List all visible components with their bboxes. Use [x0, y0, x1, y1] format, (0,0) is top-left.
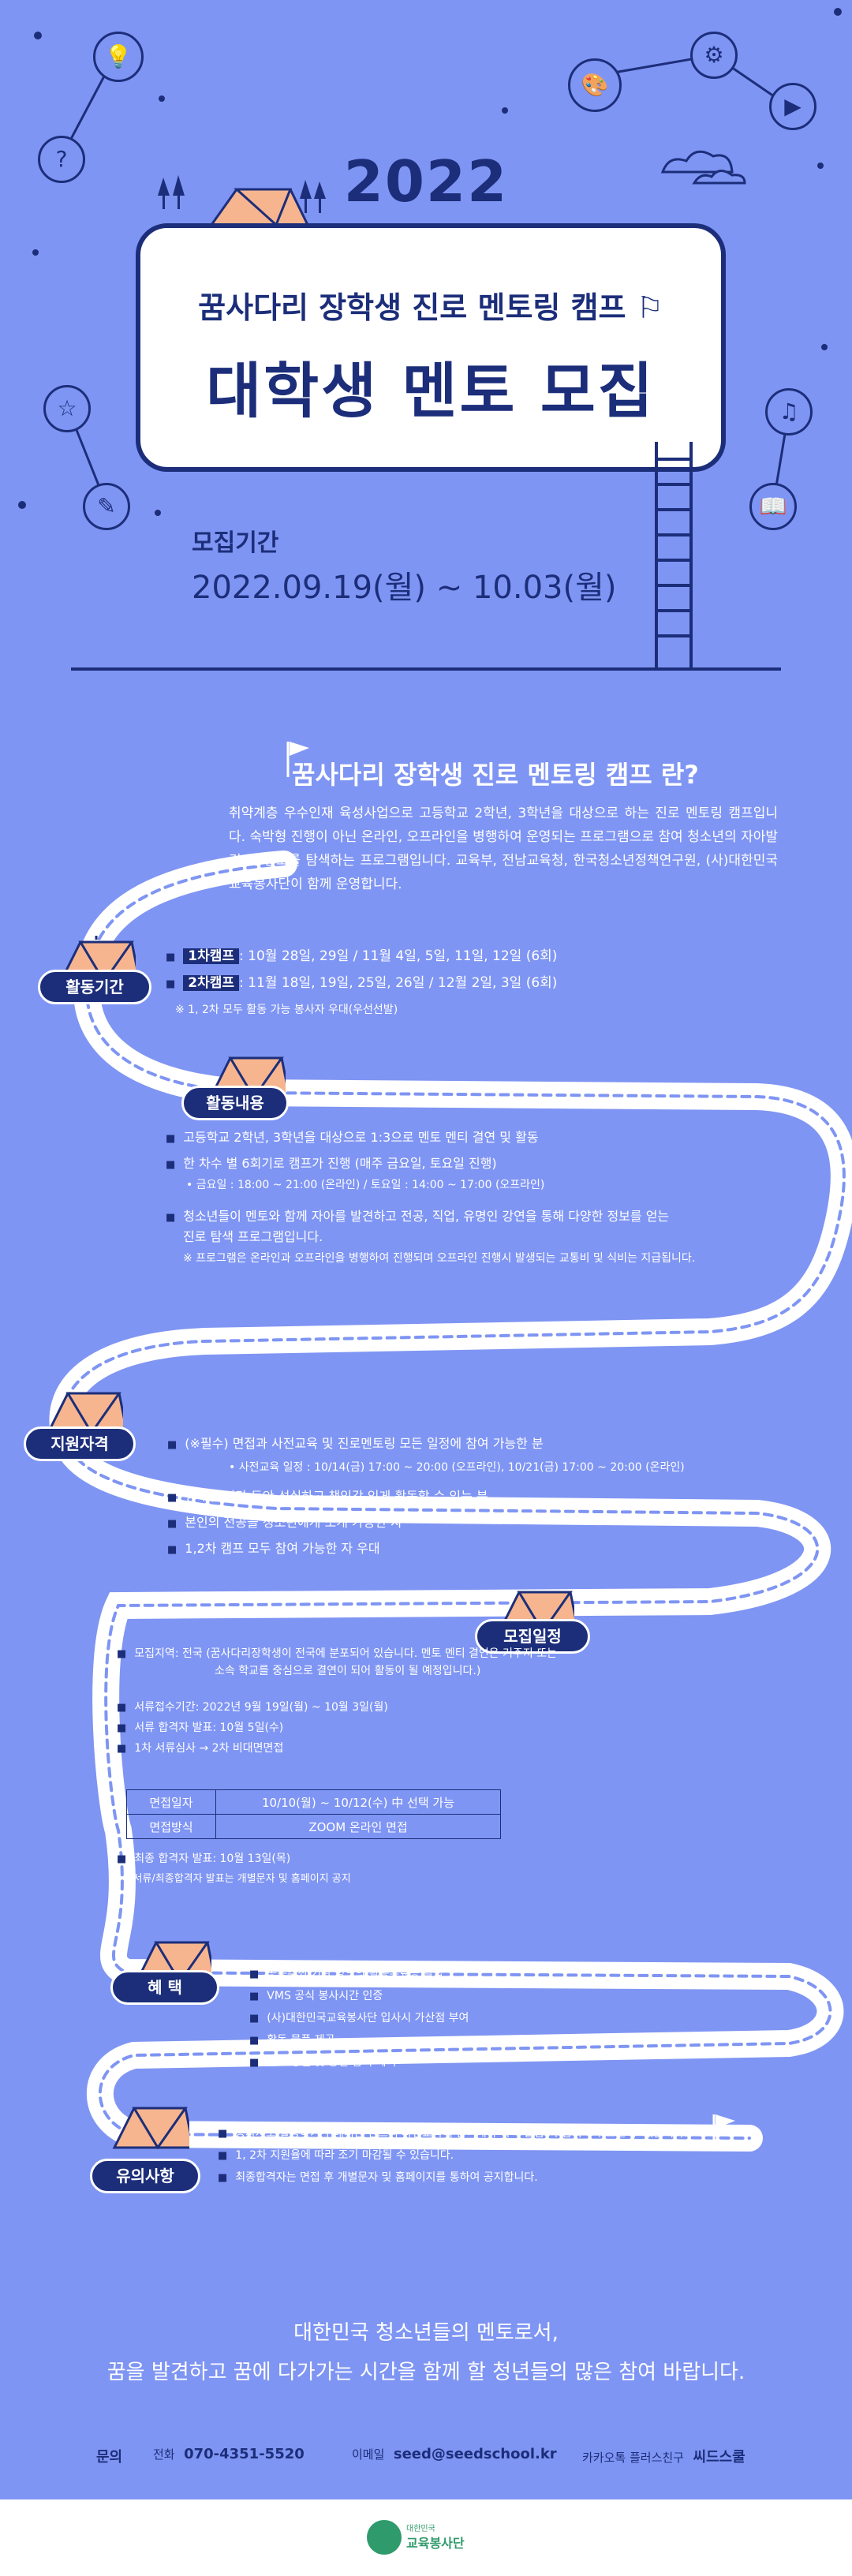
kakao-channel[interactable]: 씨드스쿨: [693, 2449, 746, 2466]
question-icon: ?: [38, 136, 85, 183]
content-item-3-note: ※ 프로그램은 온라인과 오프라인을 병행하여 진행되며 오프라인 진행시 발생…: [183, 1252, 696, 1265]
logo-emblem-icon: [367, 2520, 402, 2555]
hero-subtitle: 꿈사다리 장학생 진로 멘토링 캠프 ⚐: [198, 290, 663, 325]
content-item-3-cont: 진로 탐색 프로그램입니다.: [183, 1229, 323, 1244]
palette-icon: 🎨: [568, 58, 622, 112]
closing-line-1: 대한민국 청소년들의 멘토로서,: [293, 2321, 559, 2345]
contact-phone: 전화 070-4351-5520: [153, 2446, 305, 2462]
intro-text: 취약계층 우수인재 육성사업으로 고등학교 2학년, 3학년을 대상으로 하는 …: [229, 806, 778, 892]
flag-icon: ⚐: [636, 290, 663, 325]
schedule-final-note: *서류/최종합격자 발표는 개별문자 및 홈페이지 공지: [128, 1873, 351, 1885]
note-item-1: 봉사자로 활동하기 위해서는 반드시 사전교육에 참여해야 하며 불참 시 합격…: [218, 2124, 687, 2144]
ladder-illustration: [655, 442, 693, 669]
star-icon: ☆: [43, 385, 91, 432]
table-row: 면접방식 ZOOM 온라인 면접: [126, 1814, 501, 1839]
camp2-badge: 2차캠프: [183, 975, 240, 991]
closing-line-2: 꿈을 발견하고 꿈에 다가가는 시간을 함께 할 청년들의 많은 참여 바랍니다…: [106, 2361, 746, 2384]
book-icon: 📖: [749, 483, 797, 530]
section-label-schedule: 모집일정: [475, 1619, 590, 1654]
logo: 대한민국 교육봉사단: [367, 2515, 493, 2563]
schedule-final-result: 최종 합격자 발표: 10월 13일(목): [117, 1849, 290, 1869]
hero-year: 2022: [343, 148, 509, 215]
benefit-item-4: 활동 물품 제공: [249, 2031, 334, 2051]
lightbulb-icon: 💡: [93, 32, 144, 82]
camp1-row: 1차캠프: 10월 28일, 29일 / 11월 4일, 5일, 11일, 12…: [166, 947, 557, 967]
interview-date-label: 면접일자: [126, 1789, 216, 1815]
recruit-period-label: 모집기간: [192, 529, 279, 557]
benefit-item-5: 진로 강연 및 공연 참여 혜택: [249, 2053, 396, 2073]
schedule-region: 모집지역: 전국 (꿈사다리장학생이 전국에 분포되어 있습니다. 멘토 멘티 …: [117, 1644, 557, 1664]
schedule-doc-result: 서류 합격자 발표: 10월 5일(수): [117, 1718, 283, 1738]
ground-line: [71, 667, 781, 671]
video-play-icon: ▶: [769, 83, 816, 130]
footer: 대한민국 교육봉사단: [0, 2499, 852, 2576]
section-label-benefits: 혜 택: [110, 1970, 219, 2005]
intro-title: 꿈사다리 장학생 진로 멘토링 캠프 란?: [292, 760, 699, 790]
email-link[interactable]: seed@seedschool.kr: [393, 2446, 557, 2462]
period-note: ※ 1, 2차 모두 활동 가능 봉사자 우대(우선선발): [175, 1004, 398, 1016]
content-item-1: 고등학교 2학년, 3학년을 대상으로 1:3으로 멘토 멘티 결연 및 활동: [166, 1128, 539, 1149]
idea-bubble-icon: ✎: [83, 483, 130, 530]
logo-small-text: 대한민국: [406, 2525, 435, 2533]
interview-method-label: 면접방식: [126, 1814, 216, 1839]
camp2-row: 2차캠프: 11월 18일, 19일, 25일, 26일 / 12월 2일, 3…: [166, 974, 557, 994]
interview-date-value: 10/10(월) ~ 10/12(수) 中 선택 가능: [215, 1789, 501, 1815]
logo-main-text: 교육봉사단: [406, 2536, 465, 2551]
schedule-region-cont: 소속 학교를 중심으로 결연이 되어 활동이 될 예정입니다.): [215, 1665, 481, 1677]
tent-icon: [46, 1392, 123, 1434]
note-item-3: 최종합격자는 면접 후 개별문자 및 홈페이지를 통하여 공지합니다.: [218, 2168, 538, 2188]
content-item-2: 한 차수 별 6회기로 캠프가 진행 (매주 금요일, 토요일 진행): [166, 1154, 497, 1175]
note-item-2: 1, 2차 지원율에 따라 조기 마감될 수 있습니다.: [218, 2146, 454, 2166]
content-item-3: 청소년들이 멘토와 함께 자아를 발견하고 전공, 직업, 유명인 강연을 통해…: [166, 1207, 669, 1228]
benefit-item-1: 공동주최 기관 명의의 활동수료증 발급: [249, 1965, 443, 1984]
recruit-period-value: 2022.09.19(월) ~ 10.03(월): [192, 570, 617, 606]
content-item-2-sub: • 금요일 : 18:00 ~ 21:00 (온라인) / 토요일 : 14:0…: [186, 1179, 545, 1191]
contact-email: 이메일 seed@seedschool.kr: [352, 2446, 557, 2462]
schedule-apply: 서류접수기간: 2022년 9월 19일(월) ~ 10월 3일(월): [117, 1698, 388, 1718]
table-row: 면접일자 10/10(월) ~ 10/12(수) 中 선택 가능: [126, 1789, 501, 1815]
qualification-item-1: (※필수) 면접과 사전교육 및 진로멘토링 모든 일정에 참여 가능한 분: [167, 1434, 544, 1455]
hero-board: 꿈사다리 장학생 진로 멘토링 캠프 ⚐ 대학생 멘토 모집: [136, 223, 726, 472]
benefit-item-3: (사)대한민국교육봉사단 입사시 가산점 부여: [249, 2009, 469, 2028]
contact-label: 문의: [96, 2449, 123, 2466]
schedule-process: 1차 서류심사 → 2차 비대면면접: [117, 1739, 283, 1759]
benefit-item-2: VMS 공식 봉사시간 인증: [249, 1987, 383, 2006]
qualification-item-2: 정해진 기간 동안 성실하고 책임감 있게 활동할 수 있는 분: [167, 1487, 488, 1508]
phone-number[interactable]: 070-4351-5520: [184, 2446, 305, 2462]
hero-decor: [0, 0, 852, 679]
gear-icon: ⚙: [690, 32, 738, 79]
section-label-qualification: 지원자격: [24, 1426, 136, 1461]
music-note-icon: ♫: [765, 388, 813, 436]
qualification-item-1-sub: • 사전교육 일정 : 10/14(금) 17:00 ~ 20:00 (오프라인…: [229, 1461, 685, 1474]
interview-table: 면접일자 10/10(월) ~ 10/12(수) 中 선택 가능 면접방식 ZO…: [126, 1789, 501, 1839]
qualification-item-3: 본인의 전공을 청소년에게 소개 가능한 자: [167, 1513, 402, 1534]
section-label-notes: 유의사항: [90, 2159, 200, 2193]
contact-kakao: 카카오톡 플러스친구 씨드스쿨: [582, 2449, 746, 2466]
tent-icon: [112, 2107, 189, 2149]
interview-method-value: ZOOM 온라인 면접: [215, 1814, 501, 1839]
camp1-badge: 1차캠프: [183, 948, 240, 964]
section-label-content: 활동내용: [181, 1086, 289, 1120]
section-label-period: 활동기간: [38, 970, 151, 1004]
qualification-item-4: 1,2차 캠프 모두 참여 가능한 자 우대: [167, 1539, 380, 1560]
hero-title: 대학생 멘토 모집: [206, 356, 656, 426]
